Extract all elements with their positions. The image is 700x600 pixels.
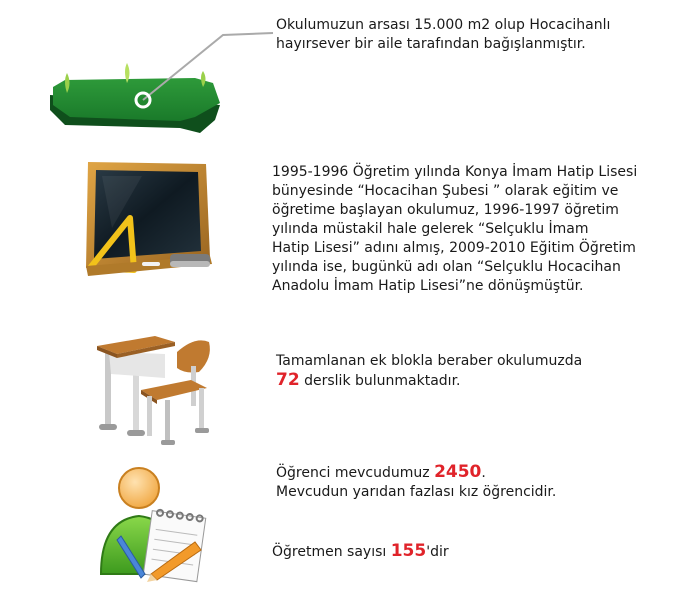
students-line-2: Mevcudun yarıdan fazlası kız öğrencidir. — [276, 484, 557, 500]
history-line: yılında ise, bugünkü adı olan “Selçuklu … — [272, 259, 621, 275]
students-text: Öğrenci mevcudumuz 2450. Mevcudun yarıda… — [276, 463, 556, 502]
desk-chair-icon — [97, 336, 210, 445]
land-plot-icon — [50, 32, 274, 133]
history-line: yılında müstakil hale gelerek “Selçuklu … — [272, 221, 589, 237]
teacher-count: 155 — [390, 541, 427, 561]
classrooms-line-1: Tamamlanan ek blokla beraber okulumuzda — [276, 353, 583, 369]
teachers-text: Öğretmen sayısı 155'dir — [272, 542, 449, 562]
students-line-1: Öğrenci mevcudumuz 2450. — [276, 463, 556, 483]
history-line: Hatip Lisesi” adını almış, 2009-2010 Eği… — [272, 240, 636, 256]
teachers-prefix: Öğretmen sayısı — [272, 544, 391, 560]
land-line-1: Okulumuzun arsası 15.000 m2 olup Hocacih… — [276, 17, 611, 33]
land-line-2: hayırsever bir aile tarafından bağışlanm… — [276, 36, 586, 52]
classrooms-text: Tamamlanan ek blokla beraber okulumuzda … — [276, 352, 582, 391]
land-info-text: Okulumuzun arsası 15.000 m2 olup Hocacih… — [276, 16, 610, 54]
classroom-count: 72 — [276, 370, 300, 390]
students-prefix: Öğrenci mevcudumuz — [276, 465, 435, 481]
classrooms-line-2-rest: derslik bulunmaktadır. — [299, 373, 461, 389]
history-text: 1995-1996 Öğretim yılında Konya İmam Hat… — [272, 163, 637, 296]
history-line: 1995-1996 Öğretim yılında Konya İmam Hat… — [272, 164, 638, 180]
teachers-suffix: 'dir — [426, 544, 449, 560]
history-line: Anadolu İmam Hatip Lisesi”ne dönüşmüştür… — [272, 278, 584, 294]
classrooms-line-2: 72 derslik bulunmaktadır. — [276, 371, 582, 391]
students-suffix: . — [481, 465, 486, 481]
history-line: bünyesinde “Hocacihan Şubesi ” olarak eğ… — [272, 183, 619, 199]
student-count: 2450 — [434, 462, 482, 482]
user-notepad-icon — [99, 467, 207, 583]
chalkboard-icon — [86, 162, 212, 276]
history-line: öğretime başlayan okulumuz, 1996-1997 öğ… — [272, 202, 619, 218]
